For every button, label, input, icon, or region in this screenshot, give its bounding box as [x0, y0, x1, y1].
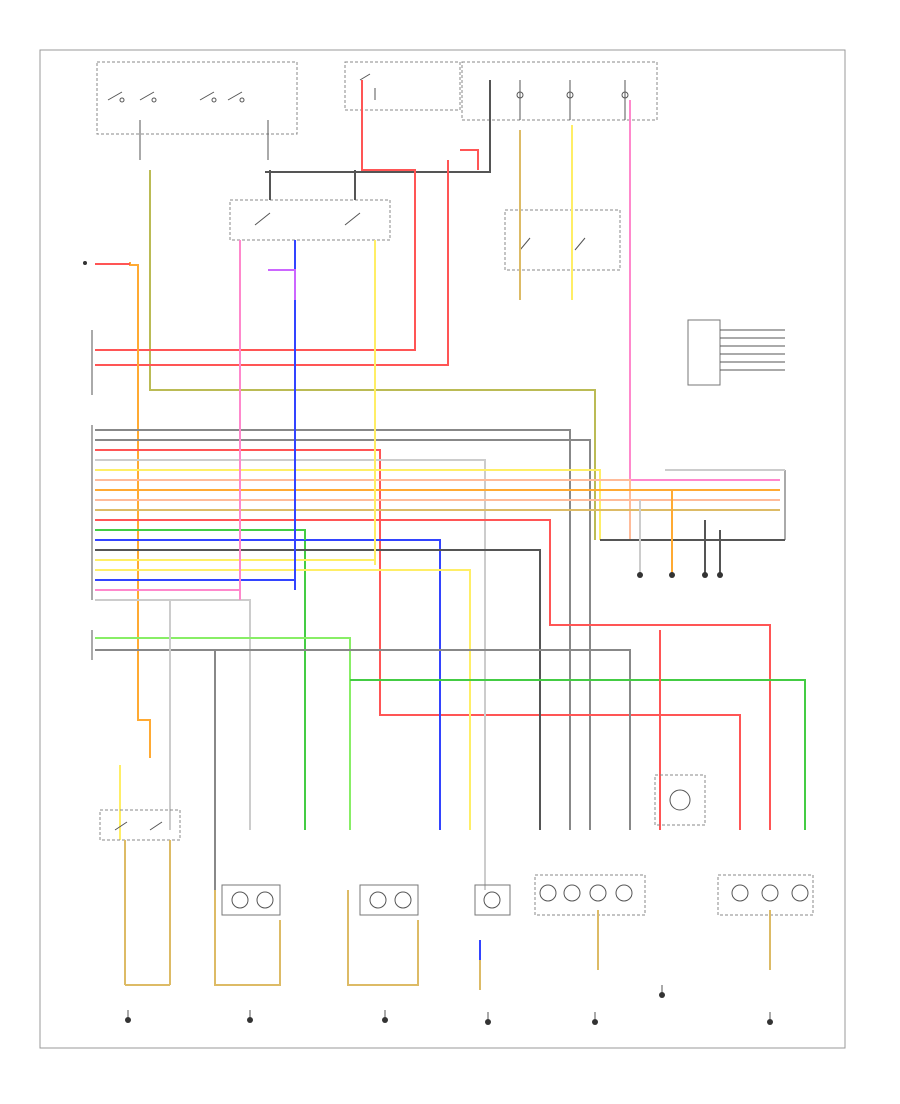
right-headlamp-assembly: [359, 884, 419, 916]
ground-g5: [592, 1012, 598, 1025]
ground-g3: [382, 1010, 388, 1023]
control-unit-box: [687, 319, 785, 386]
ground-g2: [247, 1010, 253, 1023]
fog-lamp-assembly: [474, 884, 511, 916]
left-tail-lamp-assembly: [534, 874, 646, 916]
diagram-frame: [39, 49, 846, 1049]
headlight-switch-bottom: [99, 809, 181, 841]
dimmer-switch-block: [229, 199, 391, 241]
right-tail-lamp-assembly: [717, 874, 814, 916]
fog-light-relay-block: [344, 61, 461, 111]
ground-g6: [659, 985, 665, 998]
headlamp-relay-block: [504, 209, 621, 271]
turn-signal-module: [654, 774, 706, 826]
ground-g1: [125, 1010, 131, 1023]
relay-connector-bank: [637, 490, 723, 578]
headlight-switch-block: [96, 61, 298, 160]
right-harness-connector: [600, 469, 786, 541]
ground-g4: [485, 1012, 491, 1025]
ground-g7: [767, 1012, 773, 1025]
fuse-block: [461, 61, 658, 121]
ground-top-left: [83, 261, 87, 265]
left-headlamp-assembly: [221, 884, 281, 916]
